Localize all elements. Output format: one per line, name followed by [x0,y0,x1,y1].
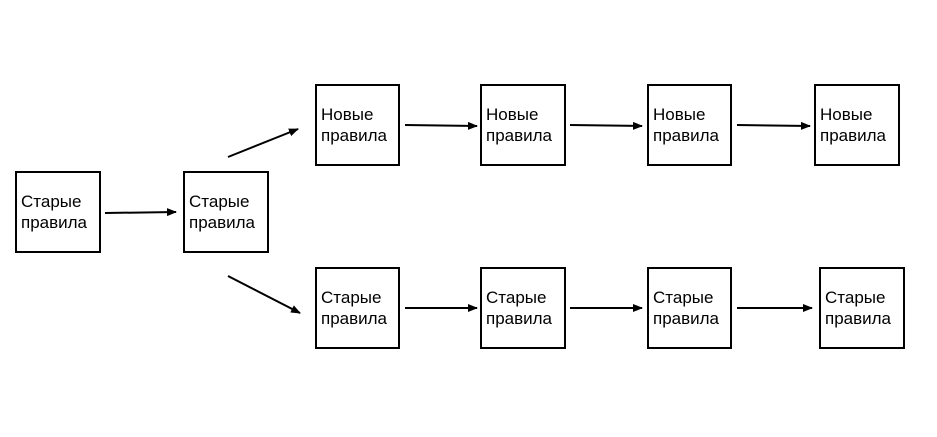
node-top-2: Новые правила [480,84,566,166]
arrow-top-3-to-4 [736,121,811,130]
node-top-4-line-2: правила [820,126,887,145]
arrow-top-1-to-2 [404,121,478,130]
node-top-4: Новые правила [814,84,900,166]
node-bottom-3: Старые правила [647,267,732,349]
node-top-4-line-1: Новые [820,105,873,124]
node-top-2-line-2: правила [486,126,553,145]
arrow-start-to-fork [104,208,177,217]
node-bottom-2: Старые правила [480,267,566,349]
node-bottom-1-line-2: правила [321,309,388,328]
node-bottom-1: Старые правила [315,267,400,349]
node-fork-line-2: правила [189,213,256,232]
arrow-top-2-to-3 [569,121,643,130]
node-top-2-line-1: Новые [486,105,539,124]
node-start-line-1: Старые [21,192,82,211]
node-top-3-line-2: правила [653,126,720,145]
node-bottom-1-line-1: Старые [321,288,382,307]
node-top-1-line-2: правила [321,126,388,145]
node-bottom-4-line-2: правила [825,309,892,328]
node-top-3: Новые правила [647,84,732,166]
node-top-3-line-1: Новые [653,105,706,124]
node-start-line-2: правила [21,213,88,232]
node-top-1-line-1: Новые [321,105,374,124]
node-bottom-3-line-2: правила [653,309,720,328]
node-bottom-2-line-1: Старые [486,288,547,307]
node-fork: Старые правила [183,171,269,253]
node-bottom-2-line-2: правила [486,309,553,328]
node-bottom-4-line-1: Старые [825,288,886,307]
node-fork-line-1: Старые [189,192,250,211]
arrow-fork-to-bottom [227,275,301,314]
node-bottom-3-line-1: Старые [653,288,714,307]
node-start: Старые правила [15,171,101,253]
arrow-fork-to-top [227,128,299,158]
node-top-1: Новые правила [315,84,400,166]
node-bottom-4: Старые правила [819,267,905,349]
